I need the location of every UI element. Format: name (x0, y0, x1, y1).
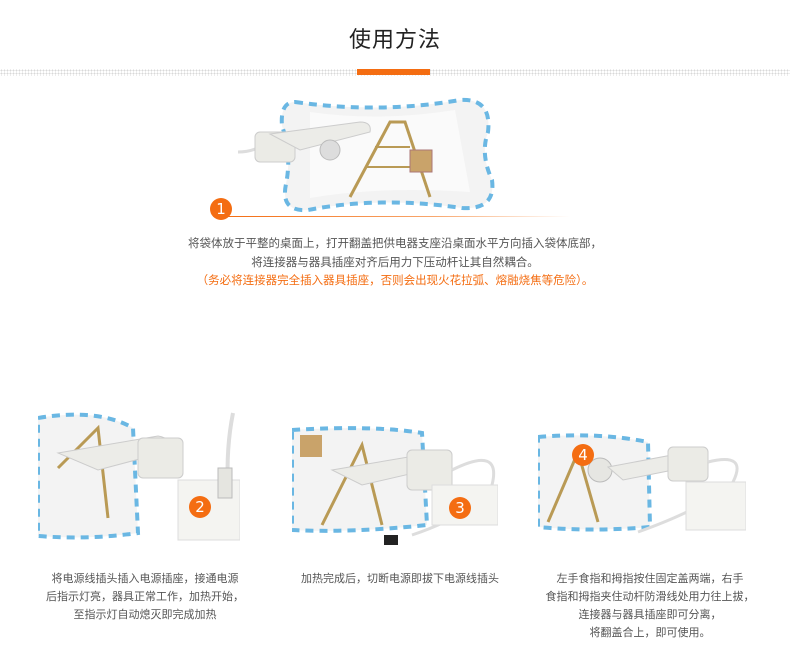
step1-line: 将袋体放于平整的桌面上，打开翻盖把供电器支座沿桌面水平方向插入袋体底部， (188, 236, 602, 250)
step1-divider (225, 216, 570, 217)
step-badge-2: 2 (189, 496, 211, 518)
title-accent-bar (357, 69, 430, 75)
caption-line: 左手食指和拇指按住固定盖两端，右手 (556, 572, 744, 585)
step1-description: 将袋体放于平整的桌面上，打开翻盖把供电器支座沿桌面水平方向插入袋体底部， 将连接… (0, 234, 790, 290)
page-title: 使用方法 (348, 28, 441, 53)
step4-caption: 左手食指和拇指按住固定盖两端，右手 食指和拇指夹住动杆防滑线处用力往上拔， 连接… (525, 570, 775, 642)
caption-line: 连接器与器具插座即可分离， (578, 608, 722, 621)
step-badge-3: 3 (449, 497, 471, 519)
caption-line: 将翻盖合上，即可使用。 (589, 626, 711, 639)
step-badge-1: 1 (210, 198, 232, 220)
step2-caption: 将电源线插头插入电源插座，接通电源 后指示灯亮，器具正常工作，加热开始， 至指示… (30, 570, 260, 624)
caption-line: 至指示灯自动熄灭即完成加热 (73, 608, 217, 621)
caption-line: 后指示灯亮，器具正常工作，加热开始， (46, 590, 244, 603)
step3-caption: 加热完成后，切断电源即拔下电源线插头 (280, 570, 520, 588)
product-image-step3 (292, 426, 498, 545)
product-image-step1 (237, 97, 495, 213)
step1-line: 将连接器与器具插座对齐后用力下压动杆让其自然耦合。 (251, 254, 539, 269)
caption-line: 加热完成后，切断电源即拔下电源线插头 (301, 572, 499, 585)
caption-line: 将电源线插头插入电源插座，接通电源 (51, 572, 239, 585)
caption-line: 食指和拇指夹住动杆防滑线处用力往上拔， (545, 590, 755, 603)
product-image-step2 (38, 412, 240, 541)
step-badge-4: 4 (572, 444, 594, 466)
step1-warning: （务必将连接器完全插入器具插座，否则会出现火花拉弧、熔融烧焦等危险）。 (196, 273, 594, 287)
product-image-step4 (538, 433, 746, 534)
